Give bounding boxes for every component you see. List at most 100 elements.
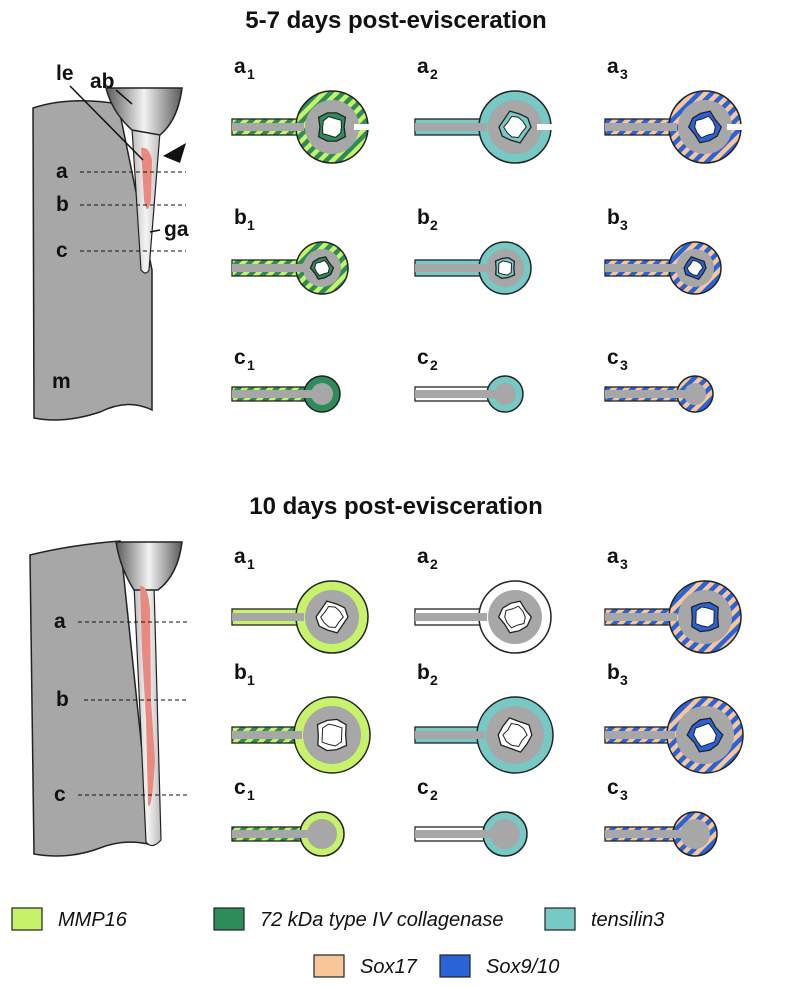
panel-index: 3 <box>620 66 628 82</box>
panel-letter: a <box>607 55 619 78</box>
legend-label: 72 kDa type IV collagenase <box>260 909 504 931</box>
stem-joint <box>475 731 485 739</box>
stem-core <box>415 613 489 621</box>
lumen <box>497 260 513 276</box>
legend-item: Sox17 <box>313 954 418 978</box>
tissue-core <box>490 819 520 849</box>
panel-index: 2 <box>430 66 438 82</box>
stem-joint <box>665 731 675 739</box>
lumen <box>686 259 704 277</box>
ring-notch <box>727 124 745 130</box>
leader-le <box>69 85 144 161</box>
panel-letter: a <box>607 545 619 568</box>
panel-letter: b <box>417 206 430 229</box>
level-label-b-2: b <box>56 688 69 711</box>
level-label-c: c <box>56 239 68 262</box>
stem-core <box>605 830 683 838</box>
legend-item: 72 kDa type IV collagenase <box>213 907 504 931</box>
panel-letter: b <box>234 661 247 684</box>
anterior-bulb <box>105 87 183 136</box>
stem-joint <box>292 731 302 739</box>
panel-index: 1 <box>247 787 255 803</box>
level-label-c-2: c <box>54 783 66 806</box>
panel-letter: a <box>234 545 246 568</box>
legend-swatch <box>11 907 43 931</box>
stem-joint <box>477 264 487 272</box>
stem-core <box>605 731 677 739</box>
lumen <box>695 606 715 628</box>
tissue-core <box>311 383 333 405</box>
panel-index: 1 <box>247 672 255 688</box>
panel-index: 2 <box>430 672 438 688</box>
panel-letter: c <box>234 346 246 369</box>
lumen <box>502 722 528 748</box>
panel-index: 3 <box>620 672 628 688</box>
stem-joint <box>667 264 677 272</box>
ring-notch <box>537 124 555 130</box>
label-m: m <box>52 370 71 393</box>
panel-letter: c <box>607 776 619 799</box>
section-title-2: 10 days post-evisceration <box>249 493 542 520</box>
panel-index: 1 <box>247 66 255 82</box>
lumen <box>314 259 330 277</box>
panel-index: 3 <box>620 357 628 373</box>
lumen <box>694 115 716 139</box>
ring-notch <box>354 124 372 130</box>
arrowhead-icon <box>163 143 186 163</box>
stem-core <box>605 264 679 272</box>
lumen <box>321 723 343 747</box>
legend-swatch <box>213 907 245 931</box>
lumen <box>320 605 344 629</box>
panel-index: 3 <box>620 217 628 233</box>
panel-index: 3 <box>620 787 628 803</box>
stem-joint <box>667 123 677 131</box>
level-label-b: b <box>56 193 69 216</box>
stem-core <box>232 731 304 739</box>
stem-core <box>415 390 497 398</box>
leader-ab <box>115 89 133 105</box>
panel-letter: b <box>234 206 247 229</box>
lesion-area <box>141 147 152 209</box>
panel-letter: c <box>607 346 619 369</box>
legend: MMP16 72 kDa type IV collagenase tensilin3… <box>11 907 664 978</box>
stem-core <box>232 613 306 621</box>
legend-label: MMP16 <box>58 909 128 931</box>
schematic-5-7-days: le ab ga m a b c <box>32 62 189 421</box>
section-title-1: 5-7 days post-evisceration <box>245 7 546 34</box>
stem-joint <box>477 613 487 621</box>
stem-core <box>415 830 493 838</box>
level-label-a: a <box>56 160 68 183</box>
panel-index: 2 <box>430 357 438 373</box>
stem-core <box>605 390 687 398</box>
stem-joint <box>294 264 304 272</box>
panel-letter: b <box>417 661 430 684</box>
tissue-core <box>680 819 710 849</box>
lumen <box>322 116 342 138</box>
stem-core <box>605 123 679 131</box>
tissue-core <box>307 819 337 849</box>
stem-joint <box>667 613 677 621</box>
panel-letter: b <box>607 661 620 684</box>
lumen <box>504 605 526 629</box>
legend-label: Sox17 <box>360 956 418 978</box>
lumen <box>693 722 717 748</box>
legend-item: tensilin3 <box>544 907 664 931</box>
stem-joint <box>485 390 495 398</box>
stem-core <box>415 264 489 272</box>
panel-letter: c <box>234 776 246 799</box>
stem-joint <box>298 830 308 838</box>
stem-core <box>232 830 310 838</box>
